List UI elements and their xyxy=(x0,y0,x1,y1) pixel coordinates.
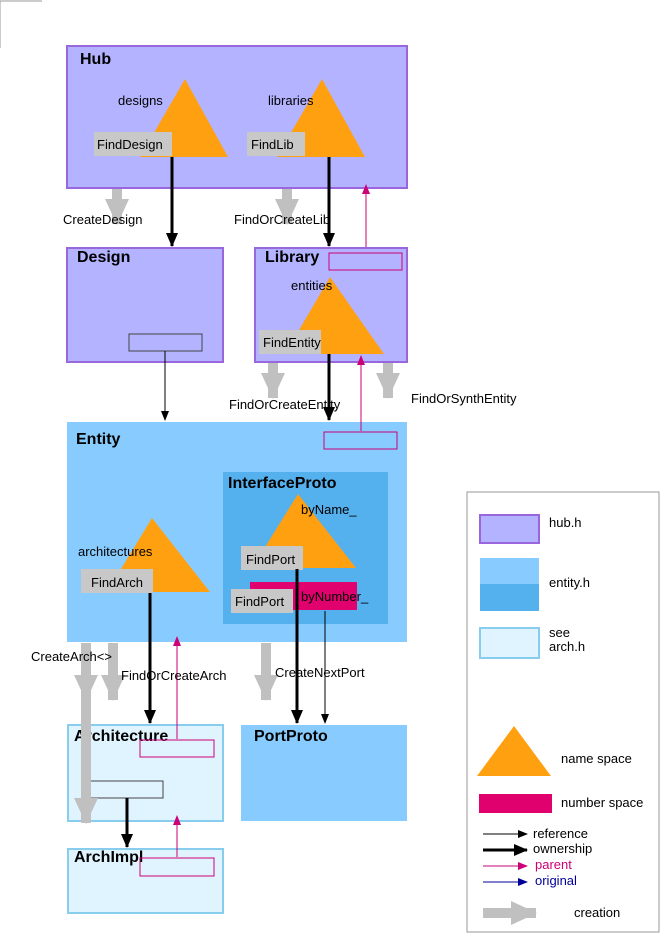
interface-proto-title: InterfaceProto xyxy=(228,475,337,492)
design-box xyxy=(66,247,224,363)
find-entity-label: FindEntity xyxy=(263,335,321,350)
designs-label: designs xyxy=(118,93,163,108)
legend-original-label: original xyxy=(535,873,577,888)
find-arch-label: FindArch xyxy=(91,575,143,590)
legend-arch-swatch xyxy=(479,627,540,659)
arch-impl-box xyxy=(67,848,224,914)
port-proto-box xyxy=(241,725,407,821)
legend-interface-swatch xyxy=(480,584,539,611)
architectures-label: architectures xyxy=(78,544,153,559)
entities-label: entities xyxy=(291,278,333,293)
find-design-label: FindDesign xyxy=(97,137,163,152)
legend-creation-label: creation xyxy=(574,905,620,920)
architecture-title: Architecture xyxy=(74,728,168,745)
library-parent-slot xyxy=(328,252,403,271)
arch-impl-parent-slot xyxy=(139,857,215,877)
library-title: Library xyxy=(265,249,319,266)
find-or-create-arch-label: FindOrCreateArch xyxy=(121,668,226,683)
legend-name-space-label: name space xyxy=(561,751,632,766)
by-number-label: byNumber_ xyxy=(301,589,369,604)
design-title: Design xyxy=(77,249,130,266)
find-lib-finder xyxy=(247,132,305,156)
legend-number-space-label: number space xyxy=(561,795,643,810)
find-or-synth-entity-label: FindOrSynthEntity xyxy=(411,391,517,406)
legend-see-label: see xyxy=(549,625,570,640)
entity-parent-slot xyxy=(323,431,398,450)
corner-mark xyxy=(0,0,42,48)
hub-box xyxy=(66,45,408,189)
find-lib-label: FindLib xyxy=(251,137,294,152)
legend-arch-h-label: arch.h xyxy=(549,639,585,654)
legend-name-space-swatch xyxy=(477,726,551,776)
find-port-number-finder xyxy=(231,589,293,613)
arch-impl-title: ArchImpl xyxy=(74,849,143,866)
find-arch-finder xyxy=(81,569,153,593)
legend-number-space-swatch xyxy=(479,794,552,813)
architecture-parent-slot xyxy=(139,739,215,758)
legend-entity-h-label: entity.h xyxy=(549,575,590,590)
find-entity-finder xyxy=(259,330,321,354)
legend-hub-h-label: hub.h xyxy=(549,515,582,530)
legend-ownership-label: ownership xyxy=(533,841,592,856)
hub-title: Hub xyxy=(80,51,111,68)
create-next-port-label: CreateNextPort xyxy=(275,665,365,680)
find-port-name-finder xyxy=(241,546,303,570)
find-port-number-label: FindPort xyxy=(235,594,285,609)
find-or-create-lib-label: FindOrCreateLib xyxy=(234,212,330,227)
create-design-label: CreateDesign xyxy=(63,212,143,227)
find-design-finder xyxy=(94,132,172,156)
legend-parent-label: parent xyxy=(535,857,572,872)
entity-title: Entity xyxy=(76,431,121,448)
create-arch-label: CreateArch<> xyxy=(31,649,112,664)
find-port-name-label: FindPort xyxy=(246,552,296,567)
port-proto-title: PortProto xyxy=(254,728,328,745)
find-or-create-entity-label: FindOrCreateEntity xyxy=(229,397,341,412)
by-name-label: byName_ xyxy=(301,502,357,517)
libraries-label: libraries xyxy=(268,93,314,108)
legend-reference-label: reference xyxy=(533,826,588,841)
legend-entity-swatch xyxy=(480,558,539,584)
legend-hub-swatch xyxy=(479,514,540,544)
